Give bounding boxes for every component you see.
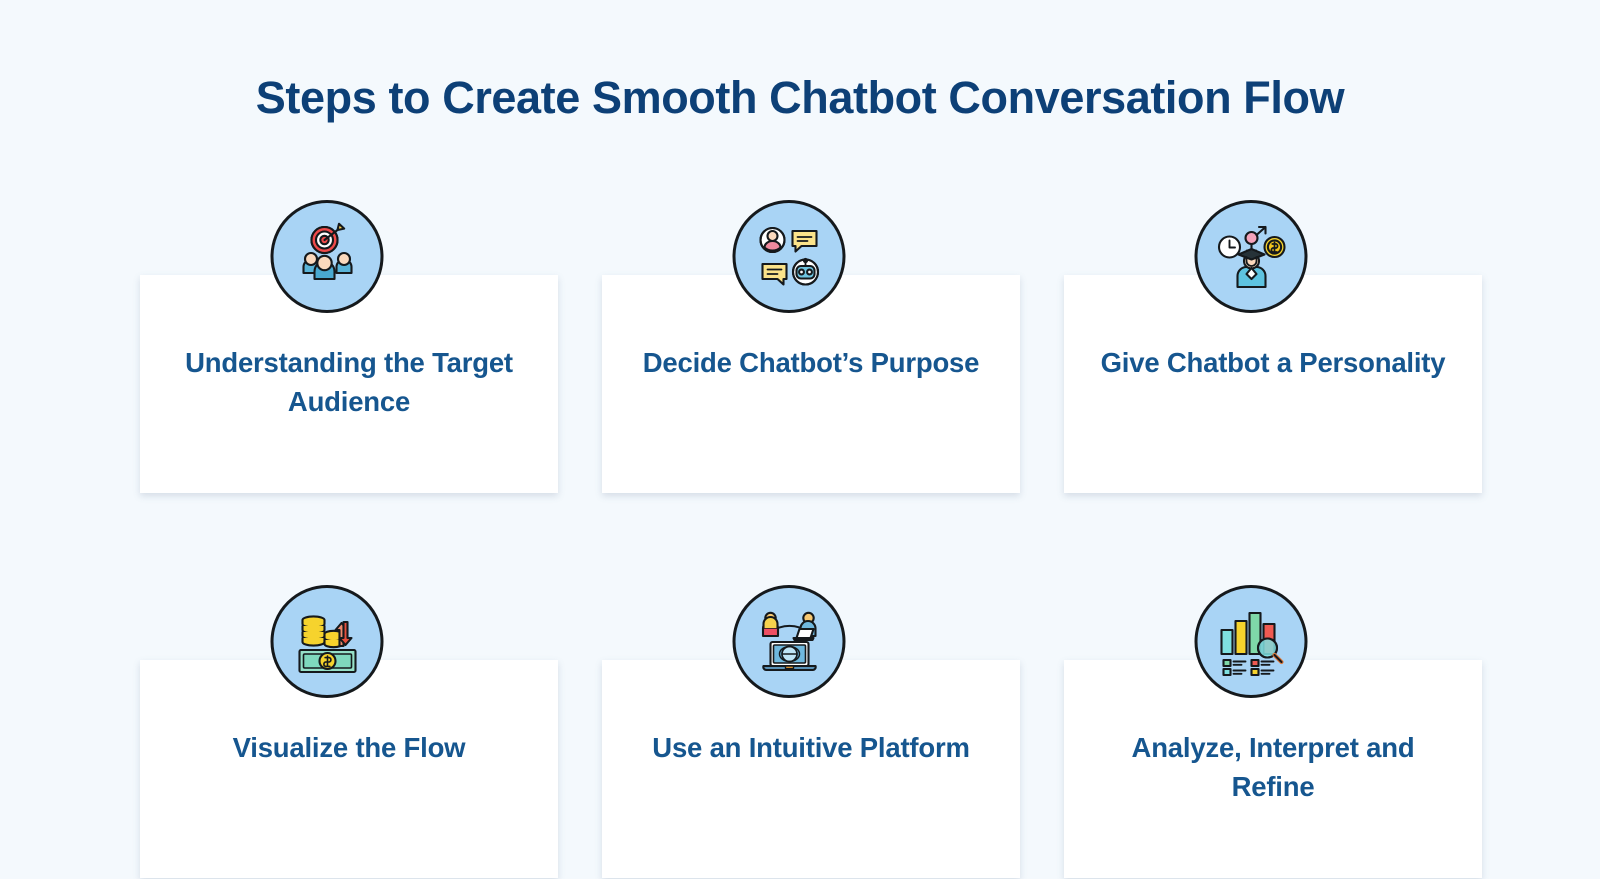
target-audience-icon: [270, 200, 384, 313]
step-label-2: Decide Chatbot’s Purpose: [642, 347, 980, 378]
step-label-3: Give Chatbot a Personality: [1100, 347, 1446, 378]
chat-bot-purpose-icon: [732, 200, 846, 313]
money-growth-icon: [270, 585, 384, 698]
step-label-4: Visualize the Flow: [232, 732, 466, 763]
step-card-4[interactable]: Visualize the Flow: [140, 660, 558, 878]
personality-profile-icon: [1194, 200, 1308, 313]
step-cell-2: Decide Chatbot’s Purpose: [580, 200, 1020, 505]
step-card-5[interactable]: Use an Intuitive Platform: [602, 660, 1020, 878]
step-card-3[interactable]: Give Chatbot a Personality: [1064, 275, 1482, 493]
steps-grid: Understanding the Target Audience: [118, 200, 1482, 879]
online-platform-icon: [732, 585, 846, 698]
step-label-1: Understanding the Target Audience: [185, 347, 513, 418]
step-cell-5: Use an Intuitive Platform: [580, 585, 1020, 879]
step-card-1[interactable]: Understanding the Target Audience: [140, 275, 558, 493]
step-card-2[interactable]: Decide Chatbot’s Purpose: [602, 275, 1020, 493]
step-cell-1: Understanding the Target Audience: [118, 200, 558, 505]
step-card-6[interactable]: Analyze, Interpret and Refine: [1064, 660, 1482, 878]
step-cell-4: Visualize the Flow: [118, 585, 558, 879]
step-label-5: Use an Intuitive Platform: [652, 732, 970, 763]
step-label-6: Analyze, Interpret and Refine: [1131, 732, 1415, 803]
step-cell-6: Analyze, Interpret and Refine: [1042, 585, 1482, 879]
data-analysis-icon: [1194, 585, 1308, 698]
page-title: Steps to Create Smooth Chatbot Conversat…: [255, 72, 1345, 123]
step-cell-3: Give Chatbot a Personality: [1042, 200, 1482, 505]
